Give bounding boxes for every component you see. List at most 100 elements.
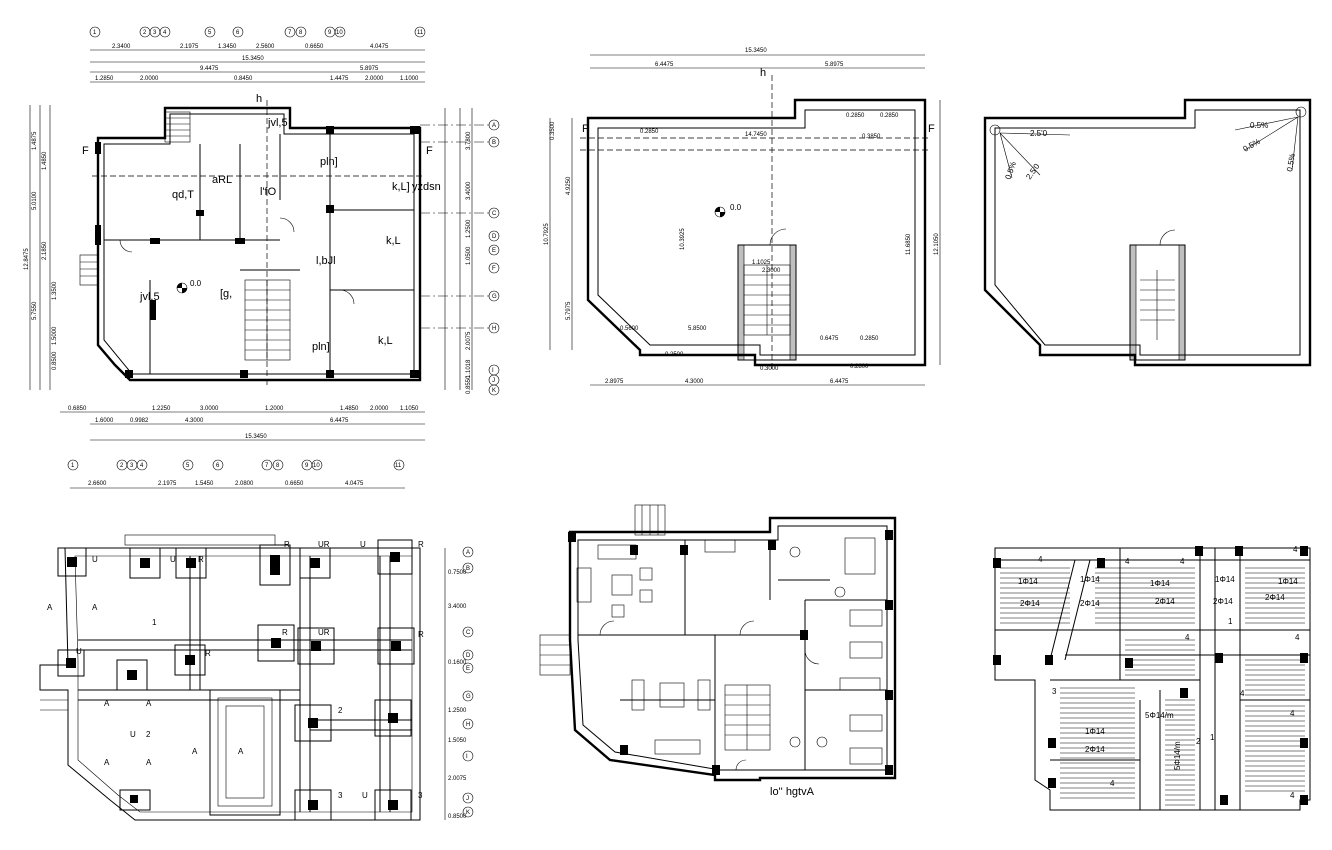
grid-label: F (492, 266, 496, 272)
slab-reinforcement-plan: 1Φ14 2Φ14 1Φ14 2Φ14 1Φ14 2Φ14 2Φ14 5Φ14/… (993, 545, 1311, 811)
grid-label: 5 (208, 30, 212, 36)
dim: 0.3850 (862, 134, 881, 140)
grid-label: 9 (328, 30, 332, 36)
dim: 2.0075 (466, 331, 472, 350)
beam-tag: 4 (1180, 557, 1185, 566)
grid-label: 8 (299, 30, 303, 36)
grid-label: H (466, 722, 470, 728)
rebar-label: 2Φ14 (1265, 593, 1285, 602)
columns (95, 126, 420, 378)
room-label: l'fO (260, 186, 277, 198)
dimension-lines-top: 2.3400 2.1975 1.3450 2.5600 0.6650 4.047… (90, 44, 425, 83)
grid-label: A (466, 550, 470, 556)
table-icon (659, 682, 685, 708)
footing-tag: U (362, 791, 368, 800)
room-label: k,L (386, 235, 401, 247)
dim: 5.8500 (688, 326, 707, 332)
level-label: 0.0 (190, 279, 202, 288)
beam-tag: 2 (1196, 737, 1201, 746)
footing-tag: A (47, 603, 53, 612)
dim: 2.8975 (605, 379, 624, 385)
grid-label: 4 (163, 30, 167, 36)
slope-label: 2.5'0 (1030, 129, 1048, 138)
grid-label: B (492, 140, 496, 146)
dim: 0.2850 (880, 113, 899, 119)
dim: 1.1050 (400, 406, 419, 412)
toilet-icon (789, 546, 801, 558)
grid-label: 9 (305, 463, 309, 469)
footing-tag: A (192, 747, 198, 756)
dim: 0.8500 (448, 814, 467, 820)
grid-label: C (492, 211, 497, 217)
dim: 6.4475 (655, 62, 674, 68)
section-h-label: h (256, 93, 262, 105)
dim: 0.3500 (550, 121, 556, 140)
rib-hatching (1000, 567, 1305, 806)
beam-tag: 4 (1290, 791, 1295, 800)
stair-pit (209, 689, 281, 816)
section-mark: F (426, 145, 433, 157)
dim: 1.5050 (448, 738, 467, 744)
footing-tag: R (418, 630, 424, 639)
dim: 5.0100 (32, 191, 38, 210)
footing-tag: U (92, 555, 98, 564)
grid-label: 7 (265, 463, 269, 469)
footing-tag: 3 (338, 791, 343, 800)
dim: 4.9250 (566, 176, 572, 195)
grid-label: K (492, 388, 496, 394)
dim: 0.6650 (305, 44, 324, 50)
grid-label: J (492, 378, 495, 384)
room-label: l,bJl (316, 255, 336, 267)
beam-tag: 4 (1038, 555, 1043, 564)
furniture-plan: lo'' hgtvA (539, 504, 897, 798)
dim: 0.2800 (850, 364, 869, 370)
dim: 0.2500 (665, 352, 684, 358)
dimension-lines-left: 1.4875 1.4850 5.0100 12.8475 2.1850 1.35… (24, 105, 58, 390)
foundation-plan: 1 2 3 4 5 6 7 8 9 10 11 2.6600 2.1975 1.… (39, 459, 474, 821)
grid-label: 10 (336, 30, 343, 36)
footing-tag: A (146, 699, 152, 708)
footing-tag: 2 (338, 706, 343, 715)
dim: 15.3450 (745, 48, 767, 54)
dim: 1.1018 (466, 359, 472, 378)
dim: 1.2250 (152, 406, 171, 412)
rebar-label: 2Φ14 (1213, 597, 1233, 606)
room-label: pln] (312, 341, 330, 353)
grid-label: D (466, 653, 471, 659)
footing-tag: U (170, 555, 176, 564)
grid-bubbles-top: 1 2 3 4 5 6 7 8 9 10 11 (89, 26, 426, 38)
dim: 1.4850 (340, 406, 359, 412)
grid-label: E (466, 666, 470, 672)
dim: 15.3450 (245, 434, 267, 440)
footing-tag: 2 (146, 730, 151, 739)
entrance-stair (164, 111, 191, 143)
grid-label: G (466, 694, 471, 700)
stair (724, 684, 771, 751)
rebar-label: 1Φ14 (1018, 577, 1038, 586)
grid-label: E (492, 248, 496, 254)
dim: 1.3500 (52, 281, 58, 300)
beam-tag: 4 (1240, 689, 1245, 698)
grid-bubbles-right: A B C D E F G H I J K (420, 119, 500, 396)
grid-label: H (492, 326, 496, 332)
sofa-icon (654, 739, 701, 755)
slope-label: 2.5'0 (1024, 162, 1041, 182)
coffee-table-icon (611, 574, 633, 596)
room-label: qd,T (172, 189, 194, 201)
furniture (576, 537, 883, 765)
footing-tag: A (92, 603, 98, 612)
rebar-label: 1Φ14 (1150, 579, 1170, 588)
dim: 0.7500 (448, 570, 467, 576)
bed-icon (849, 747, 883, 765)
beam-tag: 3 (1052, 687, 1057, 696)
section-h-label: h (760, 67, 766, 79)
beam-tag: 4 (1185, 633, 1190, 642)
dim: 0.2850 (640, 129, 659, 135)
dim: 2.3000 (762, 268, 781, 274)
sofa-icon (631, 679, 645, 711)
grid-label: D (492, 234, 497, 240)
rebar-label: 1Φ14 (1080, 575, 1100, 584)
dim: 1.6000 (95, 418, 114, 424)
dim: 2.3400 (112, 44, 131, 50)
room-label: jvl,5 (267, 117, 288, 129)
